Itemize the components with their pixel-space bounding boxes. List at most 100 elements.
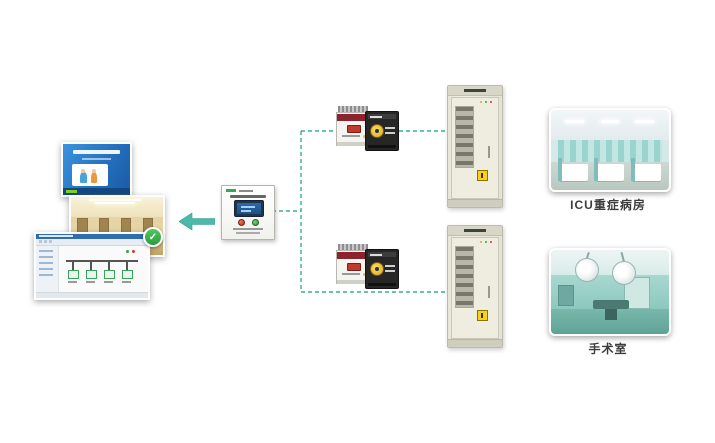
cabinet-door [451, 97, 499, 199]
ceiling-light [89, 198, 141, 201]
slide-illustration-panel [71, 164, 108, 186]
device-indicator [363, 273, 366, 276]
operating-table [593, 300, 629, 309]
indicator-light-yellow [480, 241, 482, 243]
cabinet-top-band [448, 226, 502, 236]
slide-logo [66, 190, 78, 194]
schematic-device-box [104, 270, 115, 279]
toolbar-button [44, 240, 47, 243]
device-text-bar [385, 270, 395, 272]
bed-headboard [594, 158, 599, 182]
schematic-device-box [68, 270, 79, 279]
indicator-light-red [490, 241, 492, 243]
operating-room-photo [549, 248, 671, 336]
display-text-line [240, 210, 251, 212]
device-text-bar [385, 265, 395, 267]
hospital-bed [630, 158, 661, 182]
schematic-branch-line [90, 262, 92, 270]
device-handle [347, 263, 361, 271]
device-label-bar [342, 273, 360, 275]
panel-display [234, 200, 264, 217]
operating-room-label: 手术室 [588, 342, 628, 356]
cartoon-figure [90, 172, 97, 184]
ceiling-light [634, 119, 654, 123]
indicator-light-red [490, 101, 492, 103]
screenshot-monitoring-software [34, 232, 150, 300]
panel-logo-text-bar [239, 189, 253, 192]
sidebar-row [39, 268, 53, 270]
cartoon-figure-head [81, 168, 86, 173]
distribution-cabinet [447, 85, 503, 208]
flow-arrow-icon [178, 212, 216, 231]
cartoon-figure-head [91, 168, 96, 173]
device-label-bar [370, 253, 382, 256]
surgical-light [574, 258, 599, 283]
hospital-bed [557, 158, 588, 182]
photo-ceiling [551, 250, 669, 276]
medical-equipment [558, 285, 575, 306]
cabinet-base [448, 199, 502, 207]
surgical-light [612, 260, 637, 285]
schematic-label-bar [86, 281, 95, 283]
ward-curtains [558, 140, 662, 162]
photo-wall [71, 216, 163, 235]
cabinet-top-band [448, 86, 502, 96]
device-top-strip [368, 114, 396, 119]
dial-center [375, 267, 379, 271]
schematic-device-box [86, 270, 97, 279]
device-base [337, 142, 369, 146]
cabinet-brand-bar [464, 229, 486, 232]
icu-ward-label: ICU重症病房 [570, 198, 646, 212]
schematic-label-bar [104, 281, 113, 283]
schematic-device-box [122, 270, 133, 279]
schematic-branch-line [108, 262, 110, 270]
door-handle [488, 146, 490, 158]
icu-ward-photo [549, 108, 671, 192]
warning-sticker [477, 310, 488, 321]
device-top-strip [368, 252, 396, 257]
display-text-line [240, 206, 255, 208]
device-label-bar [370, 115, 382, 118]
indicator-light-green [485, 101, 487, 103]
device-indicator [363, 135, 366, 138]
device-red-band [337, 252, 369, 259]
panel-button-red [238, 219, 245, 226]
ceiling-light [94, 201, 136, 204]
schematic-label-bar [68, 281, 77, 283]
panel-title-text-bar [230, 195, 266, 198]
distribution-cabinet [447, 225, 503, 348]
sidebar-row [39, 274, 53, 276]
bed-headboard [557, 158, 562, 182]
warning-glyph [481, 313, 483, 318]
slide-title-text-bar [73, 150, 120, 155]
check-icon: ✓ [143, 227, 163, 247]
schematic-branch-line [126, 262, 128, 270]
schematic-label-bar [122, 281, 131, 283]
panel-logo [226, 189, 236, 192]
isolation-power-monitor-panel [221, 185, 275, 240]
status-dot-green [126, 250, 129, 253]
app-title-bar [36, 234, 148, 239]
toolbar-button [39, 240, 42, 243]
device-handle [347, 125, 361, 133]
panel-footer-text-bar [236, 232, 260, 234]
device-yellow-dial [370, 262, 384, 276]
photo-ceiling [71, 197, 163, 217]
sidebar-row [39, 262, 53, 264]
slide-footer-band [63, 188, 130, 195]
power-module-device [365, 249, 399, 289]
hospital-bed [594, 158, 625, 182]
device-base [368, 283, 396, 286]
dial-center [375, 129, 379, 133]
slide-subtitle-text-bar [81, 157, 112, 161]
device-text-bar [385, 132, 395, 134]
sidebar-row [39, 256, 53, 258]
device-text-bar [385, 127, 395, 129]
transfer-switch-device [336, 106, 370, 146]
warning-glyph [481, 173, 483, 178]
component-window [455, 246, 474, 308]
app-status-bar [36, 292, 148, 298]
cabinet-base [448, 339, 502, 347]
cartoon-figure [80, 172, 87, 184]
